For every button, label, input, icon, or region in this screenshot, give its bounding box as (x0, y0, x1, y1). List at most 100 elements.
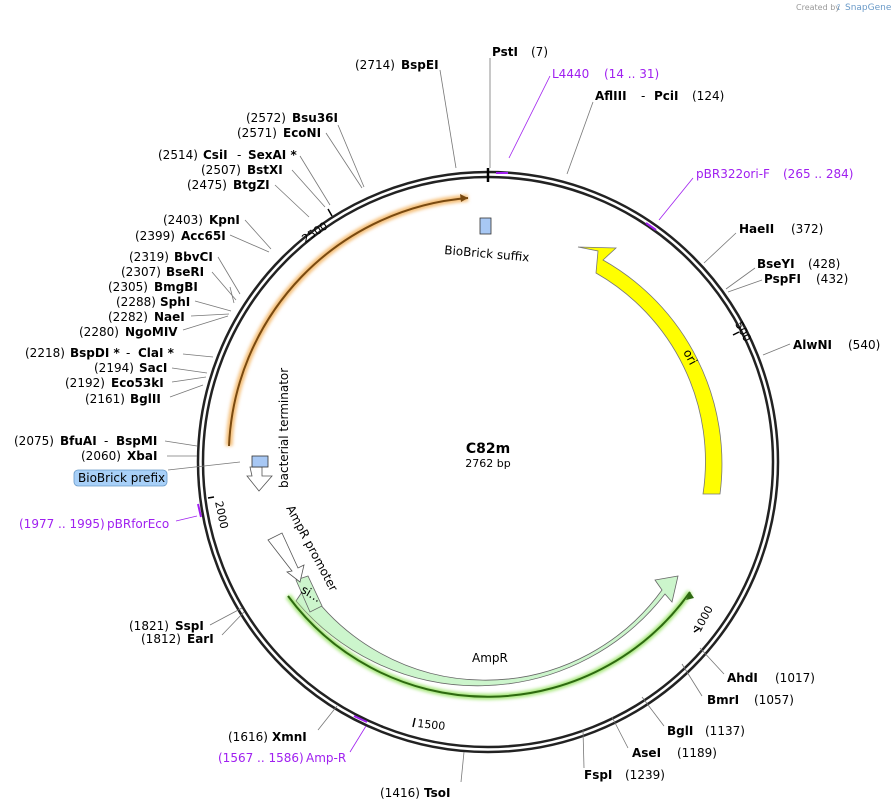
site-ahdi[interactable]: AhdI (1017) (699, 647, 815, 685)
site-bseri[interactable]: (2307) BseRI (121, 265, 237, 301)
site-sphi[interactable]: (2288) SphI (116, 295, 232, 312)
terminator-arrow[interactable] (246, 466, 273, 492)
ori-arrow[interactable] (577, 246, 723, 495)
site-name: PstI (492, 45, 518, 59)
site-name: KpnI (209, 213, 240, 227)
site-bfuai-bspmi[interactable]: (2075) BfuAI - BspMI (14, 434, 198, 448)
site-psti[interactable]: PstI (7) (489, 45, 548, 168)
primer-l4440[interactable]: L4440 (14 .. 31) (496, 67, 659, 174)
site-csii-sexai[interactable]: (2514) CsiI - SexAI * (158, 148, 331, 206)
site-name: BseRI (166, 265, 204, 279)
site-name: BmgBI (154, 280, 198, 294)
site-leader (582, 729, 585, 769)
site-bbvci[interactable]: (2319) BbvCI (129, 250, 241, 295)
site-name: BtgZI (233, 178, 270, 192)
site-leader (460, 751, 465, 783)
biobrick-prefix-tag[interactable] (73, 469, 168, 487)
site-afliii-pcii[interactable]: AflIII - PciI (124) (566, 89, 724, 175)
ampr-orf-line (287, 591, 691, 698)
site-name: BspEI (401, 58, 439, 72)
site-bgli[interactable]: BglI (1137) (641, 696, 745, 738)
site-asei[interactable]: AseI (1189) (611, 716, 717, 760)
site-bsu36i[interactable]: (2572) Bsu36I (246, 111, 365, 188)
site-leader (317, 705, 338, 731)
site-haeii[interactable]: HaeII (372) (703, 222, 823, 264)
credit-brand: SnapGene (845, 3, 892, 13)
ampr-feature[interactable]: AmpR (295, 575, 679, 687)
site-pspfi[interactable]: PspFI (432) (727, 272, 848, 293)
primer-pbrforeco[interactable]: (1977 .. 1995) pBRforEco (19, 503, 202, 531)
site-leader (171, 367, 208, 374)
site-name: AseI (632, 746, 661, 760)
site-leader (337, 124, 365, 188)
site-fspi[interactable]: FspI (1239) (582, 729, 665, 782)
site-leader (611, 716, 629, 749)
site-alwni[interactable]: AlwNI (540) (762, 338, 880, 356)
biobrick-suffix-box[interactable] (479, 217, 492, 235)
site-bseyi[interactable]: BseYI (428) (725, 257, 840, 290)
site-name: BseYI (757, 257, 795, 271)
site-leader (217, 256, 241, 295)
site-leader (211, 271, 237, 301)
site-leader (169, 384, 204, 398)
primer-pbr322ori-f[interactable]: pBR322ori-F (265 .. 284) (645, 167, 853, 231)
site-xbai[interactable]: (2060) XbaI (81, 449, 197, 463)
site-bstxi[interactable]: (2507) BstXI (201, 163, 326, 208)
site-kpni[interactable]: (2403) KpnI (163, 213, 272, 250)
site-leader (194, 300, 232, 312)
site-bspei[interactable]: (2714) BspEI (355, 58, 457, 169)
site-pos: (432) (816, 272, 848, 286)
site-xmni[interactable]: (1616) XmnI (228, 705, 338, 744)
site-eari[interactable]: (1812) EarI (141, 611, 245, 646)
site-leader (641, 696, 665, 727)
primer-name: pBR322ori-F (696, 167, 770, 181)
biobrick-prefix-label: BioBrick prefix (78, 471, 165, 485)
site-pos: (2571) (237, 126, 277, 140)
site-acc65i[interactable]: (2399) Acc65I (135, 229, 270, 253)
bacterial-terminator-feature[interactable]: bacterial terminator (246, 368, 291, 492)
site-pos: (1137) (705, 724, 745, 738)
site-naei[interactable]: (2282) NaeI (108, 310, 230, 324)
site-eco53ki[interactable]: (2192) Eco53kI (65, 376, 207, 390)
site-name: EcoNI (283, 126, 321, 140)
tick-label-2500: 2500 (300, 219, 331, 245)
site-sep: - (104, 434, 108, 448)
biobrick-prefix-leader (167, 461, 241, 471)
site-bmri[interactable]: BmrI (1057) (681, 663, 794, 707)
site-pos: (1416) (380, 786, 420, 800)
site-name: BspDI * (70, 346, 120, 360)
site-leader (229, 234, 270, 253)
site-btgzi[interactable]: (2475) BtgZI (187, 178, 310, 218)
signal-box[interactable] (295, 575, 323, 613)
site-sep: - (237, 148, 241, 162)
ampr-promoter-arrow[interactable] (267, 532, 305, 583)
plasmid-size: 2762 bp (465, 457, 510, 470)
site-pos: (2572) (246, 111, 286, 125)
site-name-2: BspMI (116, 434, 157, 448)
plasmid-name: C82m (466, 441, 510, 457)
site-name: Acc65I (181, 229, 226, 243)
ori-feature[interactable]: ori (577, 246, 723, 495)
site-tsoi[interactable]: (1416) TsoI (380, 751, 465, 800)
site-sspi[interactable]: (1821) SspI (129, 607, 243, 633)
site-bspdi-clai[interactable]: (2218) BspDI * - ClaI * (25, 346, 214, 360)
site-name: Eco53kI (111, 376, 164, 390)
site-econi[interactable]: (2571) EcoNI (237, 126, 363, 189)
site-saci[interactable]: (2194) SacI (94, 361, 208, 375)
biobrick-prefix-box[interactable] (251, 455, 269, 468)
site-name: SphI (160, 295, 190, 309)
site-leader (291, 169, 326, 208)
site-name: BglII (130, 392, 161, 406)
site-bmgbi[interactable]: (2305) BmgBI (108, 280, 235, 304)
ampr-arrow[interactable] (295, 575, 679, 687)
site-pos: (2319) (129, 250, 169, 264)
site-bglii[interactable]: (2161) BglII (85, 384, 204, 406)
tick-mark (412, 717, 416, 728)
site-name: NaeI (154, 310, 185, 324)
site-ngomiv[interactable]: (2280) NgoMIV (79, 315, 229, 339)
bacterial-terminator-label: bacterial terminator (277, 368, 291, 488)
site-name-2: PciI (654, 89, 679, 103)
primer-amp-r[interactable]: (1567 .. 1586) Amp-R (218, 715, 368, 765)
site-name: AlwNI (793, 338, 832, 352)
site-leader (439, 69, 457, 169)
